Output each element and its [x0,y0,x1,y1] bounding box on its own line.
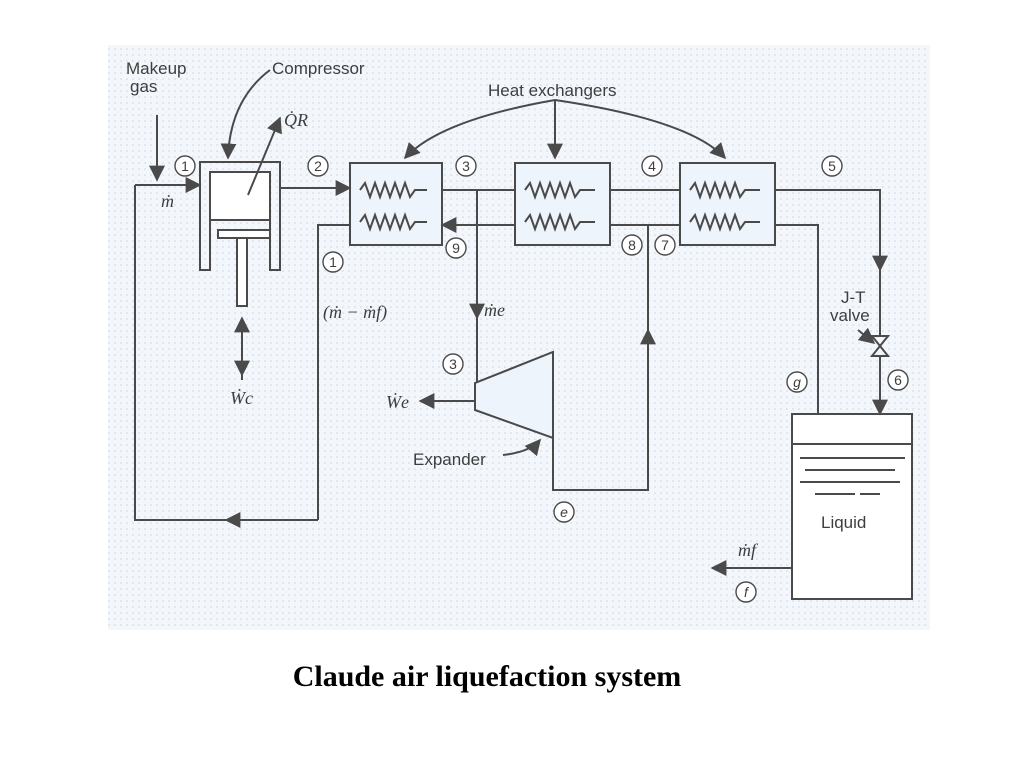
state-f: f [744,584,750,600]
state-3: 3 [462,158,470,174]
state-markers [174,155,909,603]
state-4: 4 [648,158,656,174]
return-flow-label: (ṁ − ṁf) [323,302,387,323]
liquid-receiver [791,413,913,600]
liquid-label: Liquid [821,513,866,532]
compressor [199,161,281,307]
state-8: 8 [628,237,636,253]
heat-exchanger-3 [679,162,776,246]
figure-title: Claude air liquefaction system [293,660,682,693]
compressor-work-label: Ẇc [230,387,253,408]
jt-valve-label-line2: valve [830,306,870,325]
state-3-expander: 3 [449,356,457,372]
expander-work-label: Ẇe [386,391,409,412]
state-9: 9 [452,240,460,256]
state-1: 1 [181,158,189,174]
makeup-gas-label-line2: gas [130,77,157,96]
state-1-return: 1 [329,254,337,270]
liquid-flow-label: ṁf [738,540,759,560]
mass-flow-label: ṁ [161,191,174,211]
state-7: 7 [661,237,669,253]
state-2: 2 [314,158,322,174]
state-5: 5 [828,158,836,174]
heat-exchangers-label: Heat exchangers [488,81,617,100]
heat-exchanger-2 [514,162,611,246]
expander-flow-label: ṁe [484,300,505,320]
state-g: g [793,374,801,390]
state-6: 6 [894,372,902,388]
jt-valve [869,335,891,357]
compressor-label: Compressor [272,59,365,78]
flow-lines [134,69,888,576]
expander-label: Expander [413,450,486,469]
heat-exchanger-1 [349,162,443,246]
state-e: e [560,504,568,520]
jt-valve-label-line1: J-T [841,288,866,307]
makeup-gas-label-line1: Makeup [126,59,186,78]
heat-rejection-label: Q̇R [284,109,308,130]
